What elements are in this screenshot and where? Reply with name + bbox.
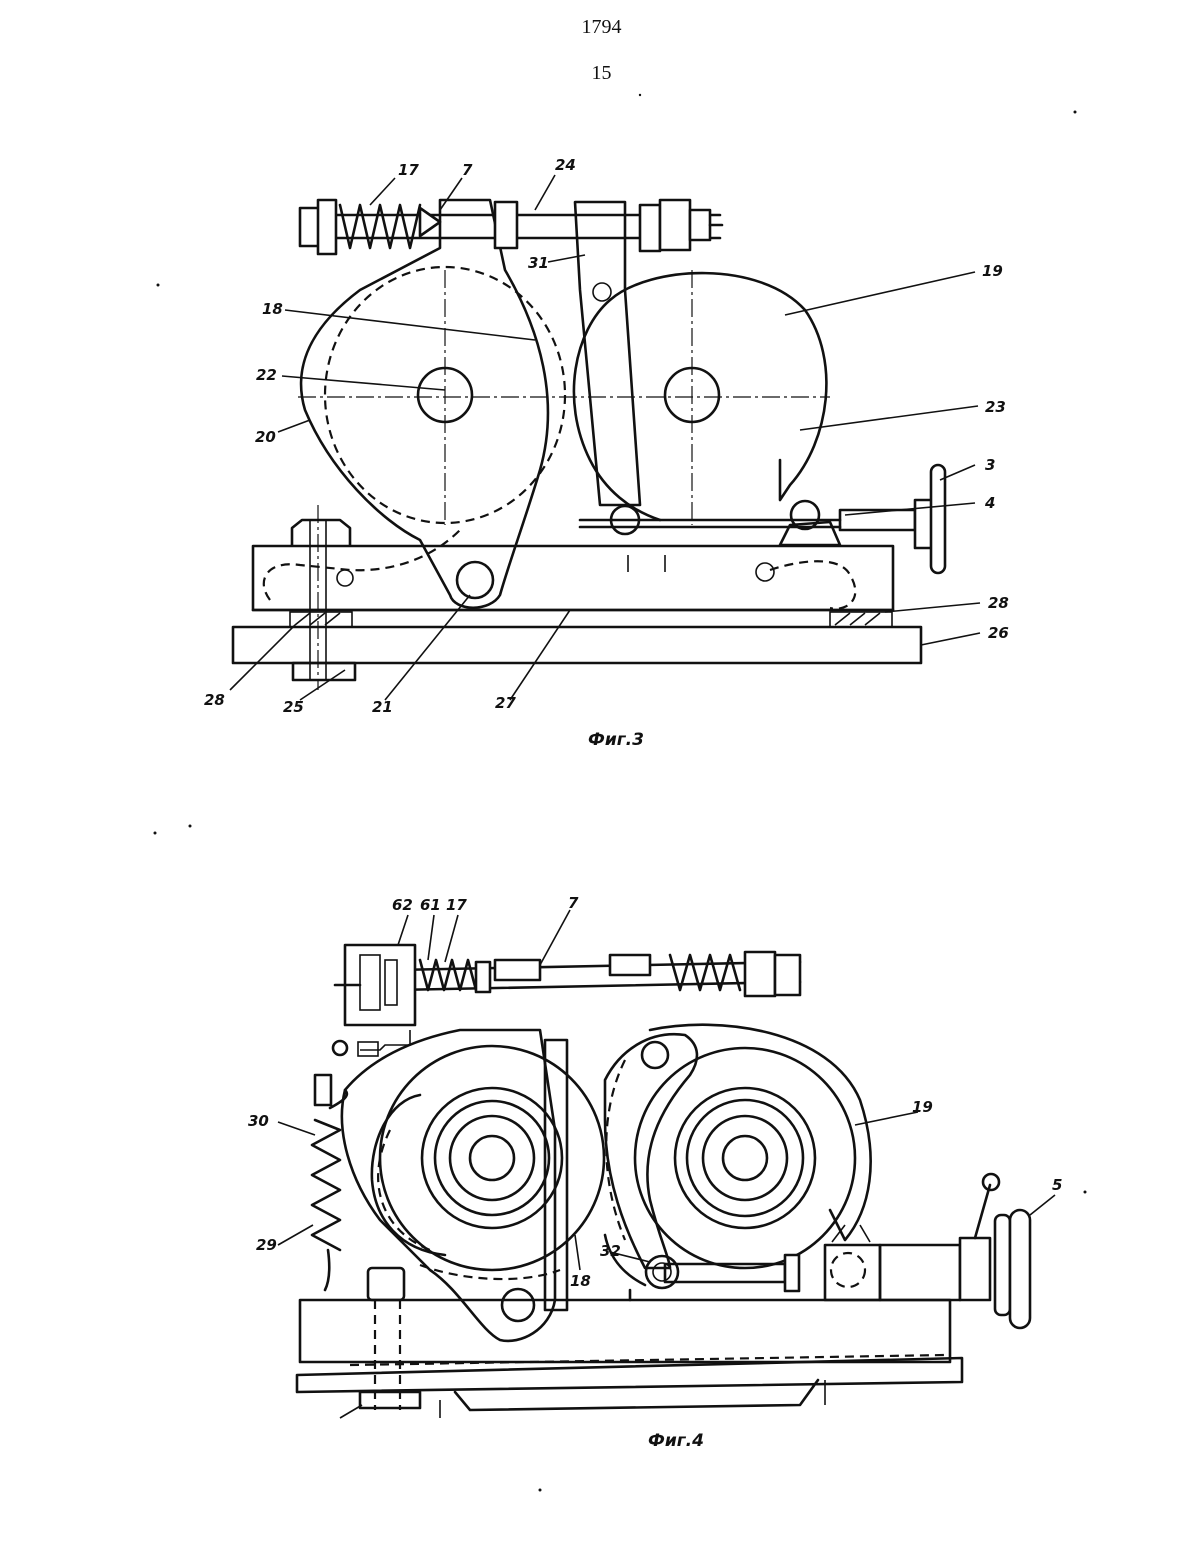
label-17: 17 [398, 161, 419, 179]
label-4: 4 [984, 494, 995, 512]
roller-19-outer [650, 1025, 871, 1240]
label-22: 22 [256, 366, 277, 384]
label-17: 17 [446, 896, 467, 914]
scan-specks [154, 94, 1087, 1492]
caption-fig3: Фиг.3 [588, 730, 644, 750]
roller-left [380, 1046, 604, 1270]
label-19: 19 [982, 262, 1003, 280]
nut-right [640, 205, 660, 251]
lever-31 [575, 202, 640, 505]
label-18: 18 [262, 300, 283, 318]
frame-body [300, 1300, 950, 1362]
label-62: 62 [392, 896, 413, 914]
label-26: 26 [988, 624, 1009, 642]
rod-block-7 [495, 960, 540, 980]
arm-32 [605, 1034, 697, 1268]
bolt-head [368, 1268, 404, 1300]
pivot-star [502, 1289, 534, 1321]
handle-5-hub [960, 1238, 990, 1300]
spring-61 [420, 960, 476, 990]
bolt-nut-bottom [293, 663, 355, 680]
bolt-nut-top [292, 520, 350, 545]
figure-4: 62 61 17 7 19 30 5 29 32 18 Фиг.4 [248, 894, 1062, 1451]
label-23: 23 [985, 398, 1006, 416]
label-28-left: 28 [204, 691, 225, 709]
pad-right [830, 612, 892, 627]
spring-29 [312, 1120, 340, 1250]
label-29: 29 [256, 1236, 277, 1254]
label-30: 30 [248, 1112, 269, 1130]
label-19: 19 [912, 1098, 933, 1116]
pin-30 [315, 1075, 331, 1105]
base-plate-26 [233, 627, 921, 663]
spring-17 [340, 205, 420, 248]
label-61: 61 [420, 896, 441, 914]
handle-5 [1010, 1210, 1030, 1328]
label-27: 27 [495, 694, 516, 712]
label-5: 5 [1052, 1176, 1062, 1194]
roller-19 [635, 1048, 855, 1268]
block-right [825, 1245, 880, 1300]
label-3: 3 [985, 456, 995, 474]
label-20: 20 [255, 428, 276, 446]
label-31: 31 [528, 254, 549, 272]
label-21: 21 [372, 698, 393, 716]
label-28-right: 28 [988, 594, 1009, 612]
pivot-21 [457, 562, 493, 598]
bracket-4 [780, 522, 840, 545]
label-7: 7 [568, 894, 579, 912]
label-7: 7 [462, 161, 473, 179]
fitting [333, 1041, 347, 1055]
label-32: 32 [600, 1242, 621, 1260]
label-24: 24 [555, 156, 576, 174]
label-18: 18 [570, 1272, 591, 1290]
pad-left [290, 612, 352, 627]
frame-body-27 [253, 546, 893, 610]
label-25: 25 [283, 698, 304, 716]
caption-fig4: Фиг.4 [648, 1431, 704, 1451]
figure-3: 17 7 24 31 19 18 22 20 23 3 4 28 26 28 2… [204, 156, 1009, 750]
fig3-leaders [230, 175, 980, 700]
